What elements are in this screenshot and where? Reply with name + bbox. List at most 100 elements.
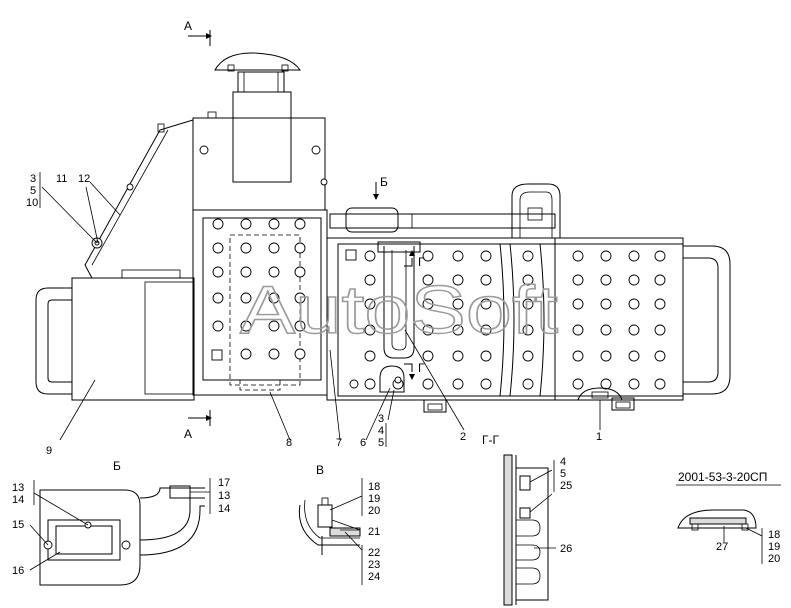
slanted-panel xyxy=(84,119,194,279)
panel-hole xyxy=(600,250,612,262)
panel-hole xyxy=(522,250,534,262)
view-v-label-23: 23 xyxy=(368,559,380,571)
panel-hole xyxy=(422,324,434,336)
panel-hole xyxy=(600,274,612,286)
panel-hole xyxy=(522,350,534,362)
detail-label-27: 27 xyxy=(716,541,728,553)
cap-1 xyxy=(577,387,623,401)
panel-hole xyxy=(522,324,534,336)
panel-hole xyxy=(628,250,640,262)
view-b-label-17: 17 xyxy=(218,477,230,489)
callout-2: 2 xyxy=(460,431,466,443)
callout-3b: 3 xyxy=(378,413,384,425)
panel-hole xyxy=(654,350,666,362)
section-label-b: Б xyxy=(380,175,388,189)
section-label-g-bottom: Г xyxy=(418,361,425,375)
section-gg-label-25: 25 xyxy=(560,480,572,492)
main-callouts: 3 5 10 11 12 9 8 7 6 3 4 5 2 1 xyxy=(26,173,602,457)
view-v-label-22: 22 xyxy=(368,547,380,559)
panel-hole xyxy=(600,350,612,362)
panel-hole xyxy=(600,378,612,390)
panel-hole xyxy=(364,274,376,286)
panel-hole xyxy=(572,350,584,362)
panel-hole xyxy=(654,274,666,286)
top-cap xyxy=(214,52,301,93)
panel-hole xyxy=(572,298,584,310)
panel-hole xyxy=(572,378,584,390)
panel-hole xyxy=(522,274,534,286)
detail-label-18: 18 xyxy=(768,529,780,541)
callout-5: 5 xyxy=(30,185,36,197)
panel-7-holes xyxy=(364,250,666,390)
callout-12: 12 xyxy=(78,173,90,185)
view-v: В 18 19 20 21 22 23 24 xyxy=(298,463,380,585)
plate-8 xyxy=(192,209,328,396)
panel-hole xyxy=(452,298,464,310)
panel-hole xyxy=(480,274,492,286)
panel-hole xyxy=(600,324,612,336)
panel-hole xyxy=(452,324,464,336)
panel-hole xyxy=(600,298,612,310)
view-v-label-20: 20 xyxy=(368,505,380,517)
view-b-label-14b: 14 xyxy=(218,503,230,515)
panel-hole xyxy=(572,250,584,262)
callout-8: 8 xyxy=(286,437,292,449)
section-gg-title: Г-Г xyxy=(482,433,499,447)
left-box-9 xyxy=(35,269,195,401)
panel-hole xyxy=(654,378,666,390)
panel-hole xyxy=(364,298,376,310)
view-v-label-24: 24 xyxy=(368,571,380,583)
panel-hole xyxy=(452,250,464,262)
view-v-title: В xyxy=(316,463,324,477)
panel-hole xyxy=(628,324,640,336)
view-v-label-21: 21 xyxy=(368,526,380,538)
panel-hole xyxy=(522,298,534,310)
panel-hole xyxy=(480,350,492,362)
panel-hole xyxy=(480,324,492,336)
view-b-label-15: 15 xyxy=(12,519,24,531)
main-view: А xyxy=(26,19,731,457)
section-marker-b: Б xyxy=(373,175,388,200)
lock-6 xyxy=(379,365,405,393)
view-v-label-19: 19 xyxy=(368,493,380,505)
panel-hole xyxy=(654,250,666,262)
callout-7: 7 xyxy=(336,437,342,449)
section-gg: Г-Г 4 5 25 26 xyxy=(482,433,572,606)
callout-9: 9 xyxy=(46,445,52,457)
panel-hole xyxy=(422,350,434,362)
callout-1: 1 xyxy=(596,431,602,443)
view-b-label-16: 16 xyxy=(12,565,24,577)
bottom-fittings xyxy=(423,397,635,413)
panel-hole xyxy=(364,250,376,262)
panel-hole xyxy=(422,250,434,262)
clamp-2 xyxy=(377,241,421,359)
panel-hole xyxy=(628,274,640,286)
section-gg-label-26: 26 xyxy=(560,543,572,555)
document-code: 2001-53-3-20СП xyxy=(678,470,767,484)
callout-5b: 5 xyxy=(378,437,384,449)
section-gg-label-4: 4 xyxy=(560,456,566,468)
panel-hole xyxy=(572,274,584,286)
plate-8-holes xyxy=(211,218,306,361)
upper-box xyxy=(157,91,328,211)
section-marker-a-bottom: А xyxy=(184,410,212,441)
large-panel-7 xyxy=(326,237,731,401)
detail-27: 2001-53-3-20СП 27 18 19 20 xyxy=(676,470,781,565)
panel-hole xyxy=(480,378,492,390)
top-pipe xyxy=(329,183,561,238)
callout-10: 10 xyxy=(26,197,38,209)
section-marker-g: Г Г xyxy=(404,250,425,380)
callout-3: 3 xyxy=(30,173,36,185)
panel-hole xyxy=(452,274,464,286)
section-label-a-top: А xyxy=(184,19,192,33)
detail-label-20: 20 xyxy=(768,553,780,565)
callout-6: 6 xyxy=(360,437,366,449)
panel-hole xyxy=(480,298,492,310)
panel-hole xyxy=(628,378,640,390)
panel-hole xyxy=(364,378,376,390)
watermark: AutoSoft xyxy=(240,272,558,348)
panel-hole xyxy=(654,298,666,310)
section-gg-label-5: 5 xyxy=(560,468,566,480)
panel-hole xyxy=(480,250,492,262)
